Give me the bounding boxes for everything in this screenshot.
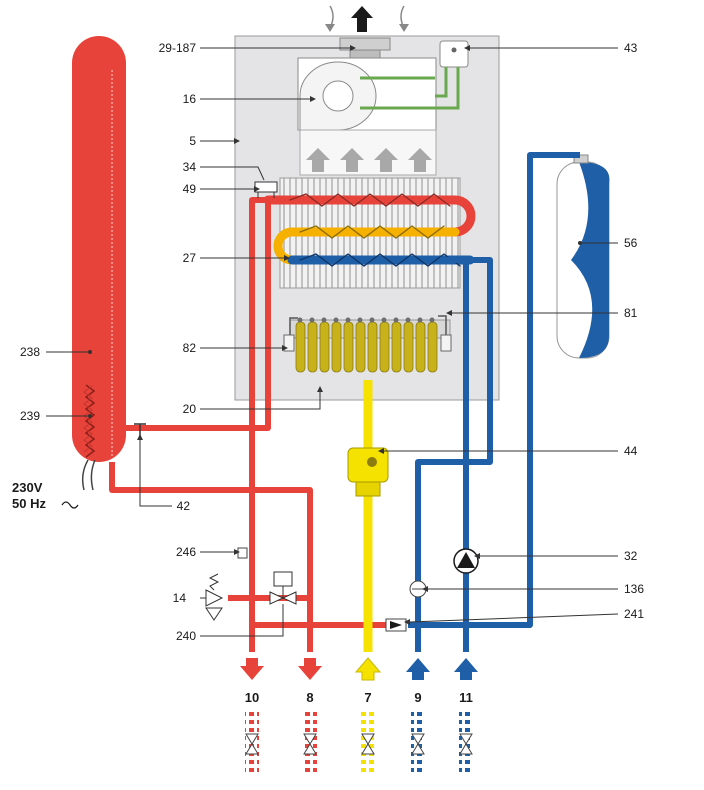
label-43: 43 bbox=[624, 41, 638, 55]
ignition-electrode bbox=[283, 317, 298, 352]
label-42: 42 bbox=[177, 499, 191, 513]
leader-lines bbox=[46, 45, 619, 637]
ac-wave-icon bbox=[61, 501, 79, 509]
flame-detection-electrode bbox=[438, 315, 452, 352]
air-inlet-arrow-right bbox=[399, 5, 409, 32]
connection-8: 8 bbox=[306, 690, 313, 705]
pump-icon bbox=[453, 548, 479, 574]
connection-arrows bbox=[240, 657, 478, 681]
power-supply-label: 230V 50 Hz bbox=[12, 480, 79, 511]
label-49: 49 bbox=[183, 182, 197, 196]
power-frequency: 50 Hz bbox=[12, 496, 46, 511]
air-vent bbox=[237, 547, 248, 559]
burner bbox=[289, 317, 451, 373]
label-5: 5 bbox=[189, 134, 196, 148]
power-cable bbox=[81, 459, 89, 491]
label-82: 82 bbox=[183, 341, 197, 355]
label-32: 32 bbox=[624, 549, 638, 563]
label-56: 56 bbox=[624, 236, 638, 250]
label-239: 239 bbox=[20, 409, 40, 423]
air-pressure-switch bbox=[435, 40, 469, 110]
component-labels: 29-187 16 5 34 49 27 238 82 239 20 42 24… bbox=[20, 41, 644, 643]
label-238: 238 bbox=[20, 345, 40, 359]
flue-gas-arrows bbox=[306, 148, 432, 172]
fan-assembly bbox=[297, 57, 437, 131]
label-34: 34 bbox=[183, 160, 197, 174]
gas-valve bbox=[347, 447, 389, 497]
label-240: 240 bbox=[176, 629, 196, 643]
label-241: 241 bbox=[624, 607, 644, 621]
heat-exchanger-pipes bbox=[263, 193, 476, 267]
label-29-187: 29-187 bbox=[159, 41, 197, 55]
expansion-vessel bbox=[556, 154, 610, 359]
label-81: 81 bbox=[624, 306, 638, 320]
power-voltage: 230V bbox=[12, 480, 43, 495]
flue-outlet-arrow bbox=[351, 6, 373, 32]
connection-10: 10 bbox=[245, 690, 259, 705]
label-20: 20 bbox=[183, 402, 197, 416]
filling-tap bbox=[385, 618, 407, 632]
safety-valve bbox=[205, 573, 224, 621]
label-16: 16 bbox=[183, 92, 197, 106]
connection-stubs bbox=[245, 712, 473, 776]
connection-9: 9 bbox=[414, 690, 421, 705]
connection-labels: 10 8 7 9 11 bbox=[245, 690, 473, 705]
connection-11: 11 bbox=[459, 690, 473, 705]
label-14: 14 bbox=[173, 591, 187, 605]
label-136: 136 bbox=[624, 582, 644, 596]
cold-water-pipes bbox=[408, 152, 580, 652]
connection-7: 7 bbox=[364, 690, 371, 705]
label-44: 44 bbox=[624, 444, 638, 458]
label-246: 246 bbox=[176, 545, 196, 559]
label-27: 27 bbox=[183, 251, 197, 265]
air-inlet-arrow-left bbox=[325, 5, 335, 32]
diverter-valve bbox=[269, 571, 297, 605]
storage-cylinder bbox=[72, 36, 126, 491]
fan-motor bbox=[322, 80, 354, 112]
